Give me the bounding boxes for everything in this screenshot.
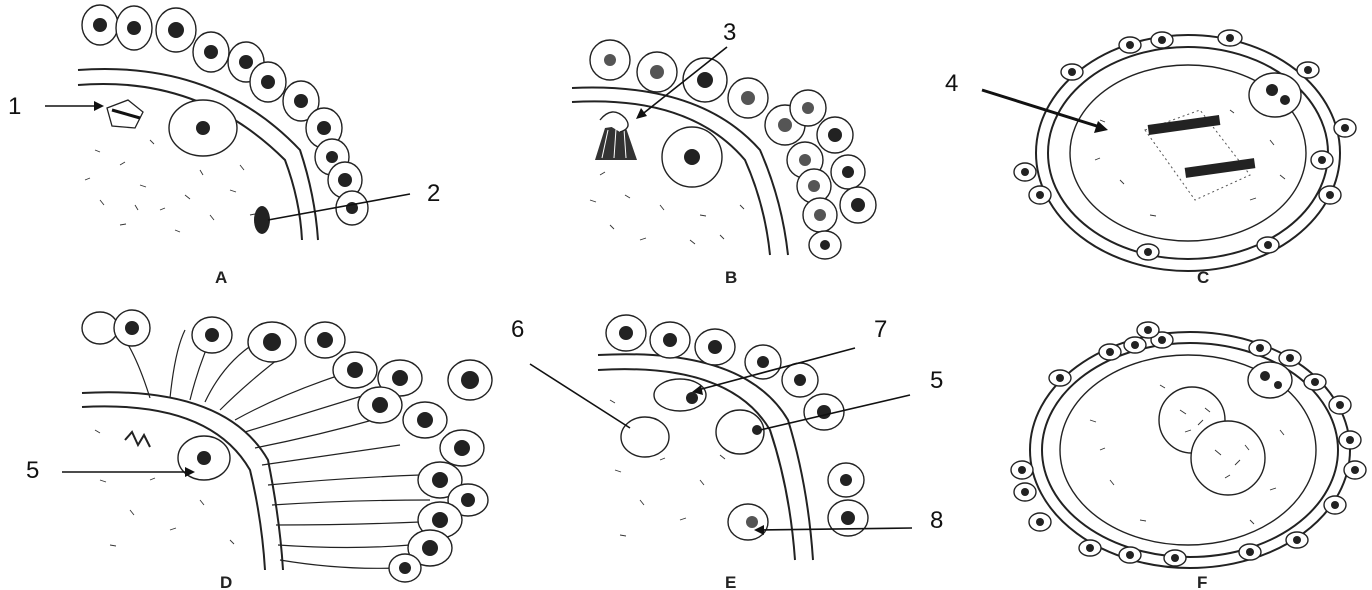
panel-b-nucleolus xyxy=(684,149,700,165)
callout-1: 1 xyxy=(8,93,21,120)
callout-7: 7 xyxy=(874,316,887,343)
panel-d-corona-cell-bodies xyxy=(82,310,492,582)
callout-5-panel-e: 5 xyxy=(930,367,943,394)
panel-e: E xyxy=(598,315,868,590)
callouts: 1 2 3 4 5 5 6 7 8 xyxy=(8,19,1108,535)
panel-b: B xyxy=(572,40,876,287)
callout-6-leader xyxy=(530,364,630,428)
panel-a-spindle xyxy=(107,100,143,128)
panel-e-polar-body-7 xyxy=(654,379,706,411)
panel-d-label: D xyxy=(220,573,232,590)
callout-6: 6 xyxy=(511,316,524,343)
panel-a: A xyxy=(78,5,368,287)
panel-a-polar-body xyxy=(254,206,270,234)
panel-f-label: F xyxy=(1197,573,1207,590)
panel-b-spindle xyxy=(595,125,637,160)
panel-f-female-pronucleus xyxy=(1191,421,1265,495)
panel-a-label: A xyxy=(215,268,227,287)
panel-d-spindle xyxy=(125,432,150,447)
panel-b-ooplasm-texture xyxy=(590,172,744,244)
callout-5-panel-d: 5 xyxy=(26,457,39,484)
callout-8: 8 xyxy=(930,507,943,534)
panel-e-ooplasm-texture xyxy=(610,400,725,536)
panel-d: D xyxy=(82,310,492,590)
panel-e-label: E xyxy=(725,573,736,590)
panel-a-nucleolus xyxy=(196,121,210,135)
panel-f-polar-bodies xyxy=(1248,362,1292,398)
panel-f: F xyxy=(1011,322,1366,590)
panel-b-label: B xyxy=(725,268,737,287)
panel-d-zona-inner xyxy=(82,406,265,570)
panel-c: C xyxy=(1014,30,1356,287)
panel-a-ooplasm-texture xyxy=(85,140,255,232)
callout-3: 3 xyxy=(723,19,736,46)
panel-c-metaphase-ii-spindle xyxy=(1145,110,1255,200)
callout-8-leader xyxy=(760,528,912,530)
panel-e-pronucleus-6 xyxy=(621,417,669,457)
callout-2: 2 xyxy=(427,180,440,207)
panel-c-label: C xyxy=(1197,268,1209,287)
callout-4: 4 xyxy=(945,70,958,97)
